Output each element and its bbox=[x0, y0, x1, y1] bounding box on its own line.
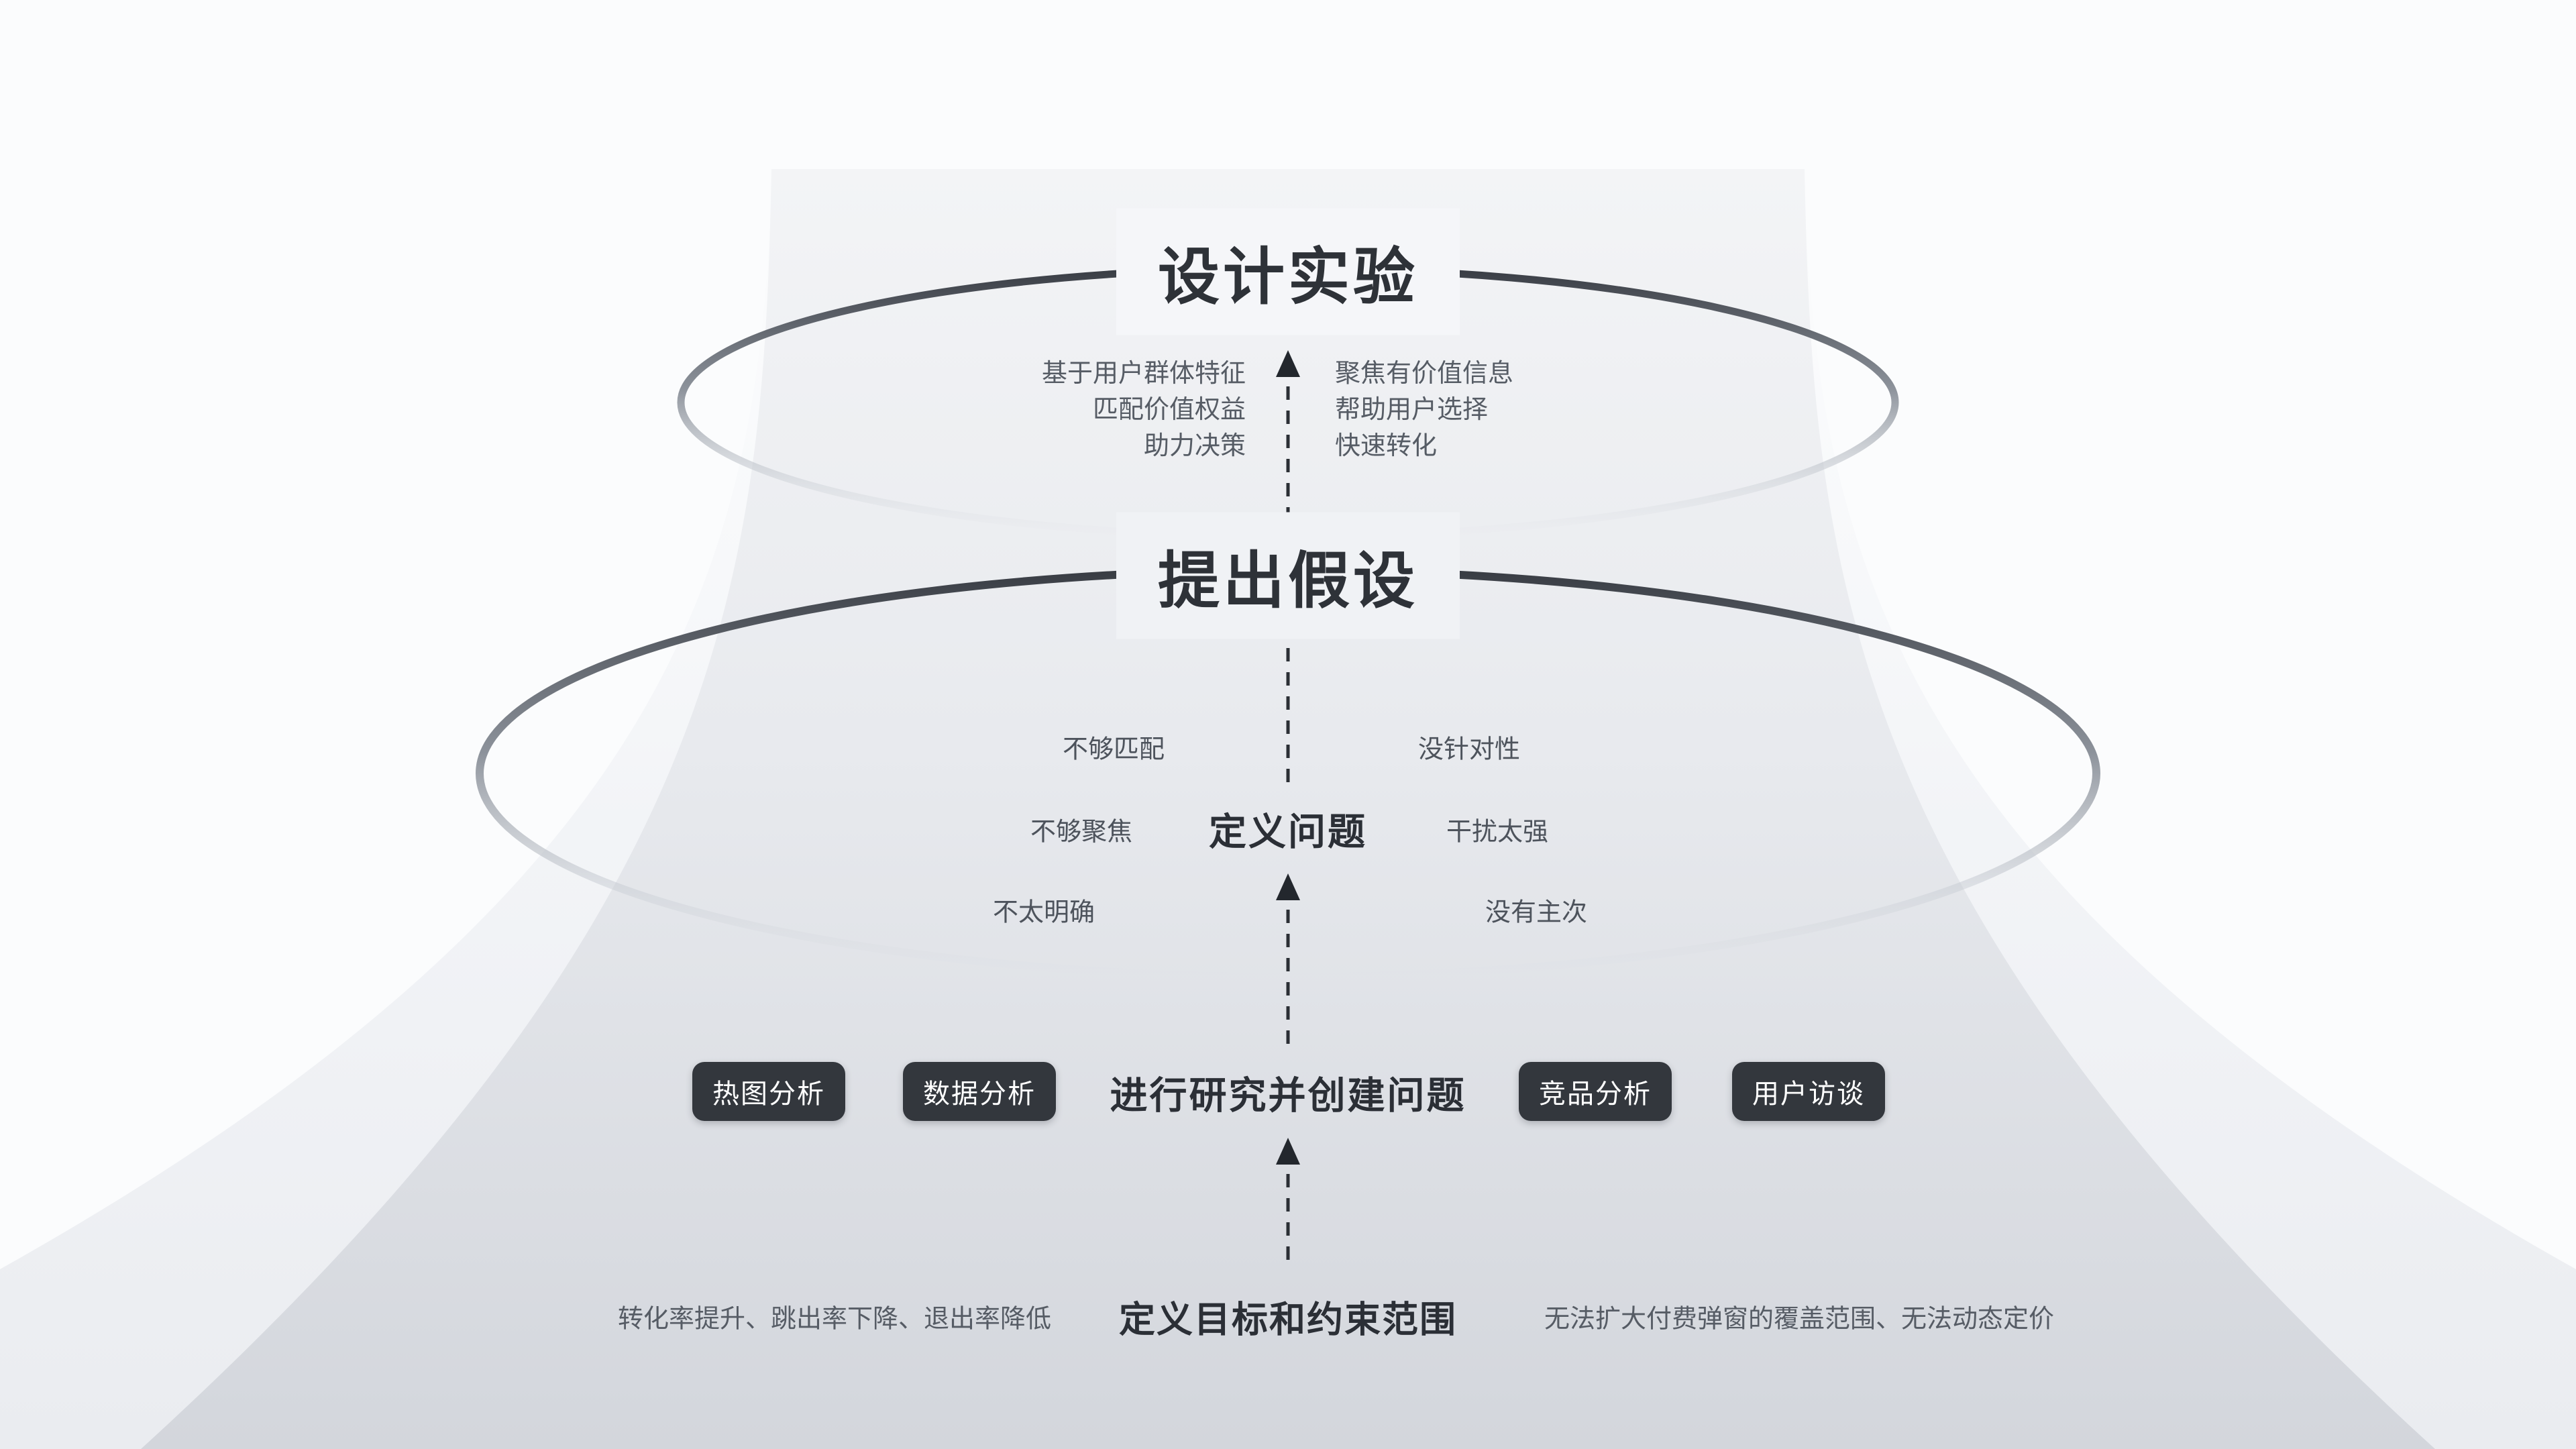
level-title-define-problem: 定义问题 bbox=[1209, 810, 1367, 853]
level-title-goals: 定义目标和约束范围 bbox=[1119, 1299, 1457, 1340]
issue-label: 没针对性 bbox=[1417, 735, 1521, 764]
goals-right-note: 无法扩大付费弹窗的覆盖范围、无法动态定价 bbox=[1544, 1305, 2055, 1334]
level-title-design-experiment: 设计实验 bbox=[1116, 208, 1460, 335]
funnel-shape bbox=[141, 169, 2435, 1449]
goals-left-note: 转化率提升、跳出率下降、退出率降低 bbox=[617, 1305, 1052, 1334]
note-line: 帮助用户选择 bbox=[1335, 396, 1489, 424]
flow-arrow-to-design-experiment bbox=[1276, 350, 1300, 517]
arrow-up-icon bbox=[1276, 873, 1300, 900]
data-analysis-button[interactable]: 数据分析 bbox=[903, 1062, 1056, 1121]
issue-label: 不太明确 bbox=[992, 898, 1095, 927]
level-title-research: 进行研究并创建问题 bbox=[1110, 1074, 1466, 1117]
user-interview-button[interactable]: 用户访谈 bbox=[1732, 1062, 1885, 1121]
design-experiment-right-notes: 聚焦有价值信息 帮助用户选择 快速转化 bbox=[1335, 356, 1513, 464]
note-line: 基于用户群体特征 bbox=[1041, 360, 1246, 388]
note-line: 聚焦有价值信息 bbox=[1335, 360, 1514, 388]
issue-label: 不够聚焦 bbox=[1030, 818, 1133, 847]
arrow-up-icon bbox=[1276, 1138, 1300, 1165]
design-experiment-left-notes: 基于用户群体特征 匹配价值权益 助力决策 bbox=[1042, 356, 1246, 464]
flow-arrow-to-define-problem bbox=[1276, 873, 1300, 1048]
flow-arrow-to-research bbox=[1276, 1138, 1300, 1269]
competitor-analysis-button[interactable]: 竞品分析 bbox=[1519, 1062, 1672, 1121]
note-line: 助力决策 bbox=[1143, 432, 1246, 460]
issue-label: 没有主次 bbox=[1485, 898, 1588, 927]
arrow-up-icon bbox=[1276, 350, 1300, 377]
level-title-hypothesis: 提出假设 bbox=[1116, 512, 1460, 639]
heatmap-analysis-button[interactable]: 热图分析 bbox=[692, 1062, 845, 1121]
note-line: 匹配价值权益 bbox=[1092, 396, 1246, 424]
issue-label: 干扰太强 bbox=[1446, 818, 1549, 847]
issue-label: 不够匹配 bbox=[1062, 735, 1165, 764]
note-line: 快速转化 bbox=[1335, 432, 1438, 460]
